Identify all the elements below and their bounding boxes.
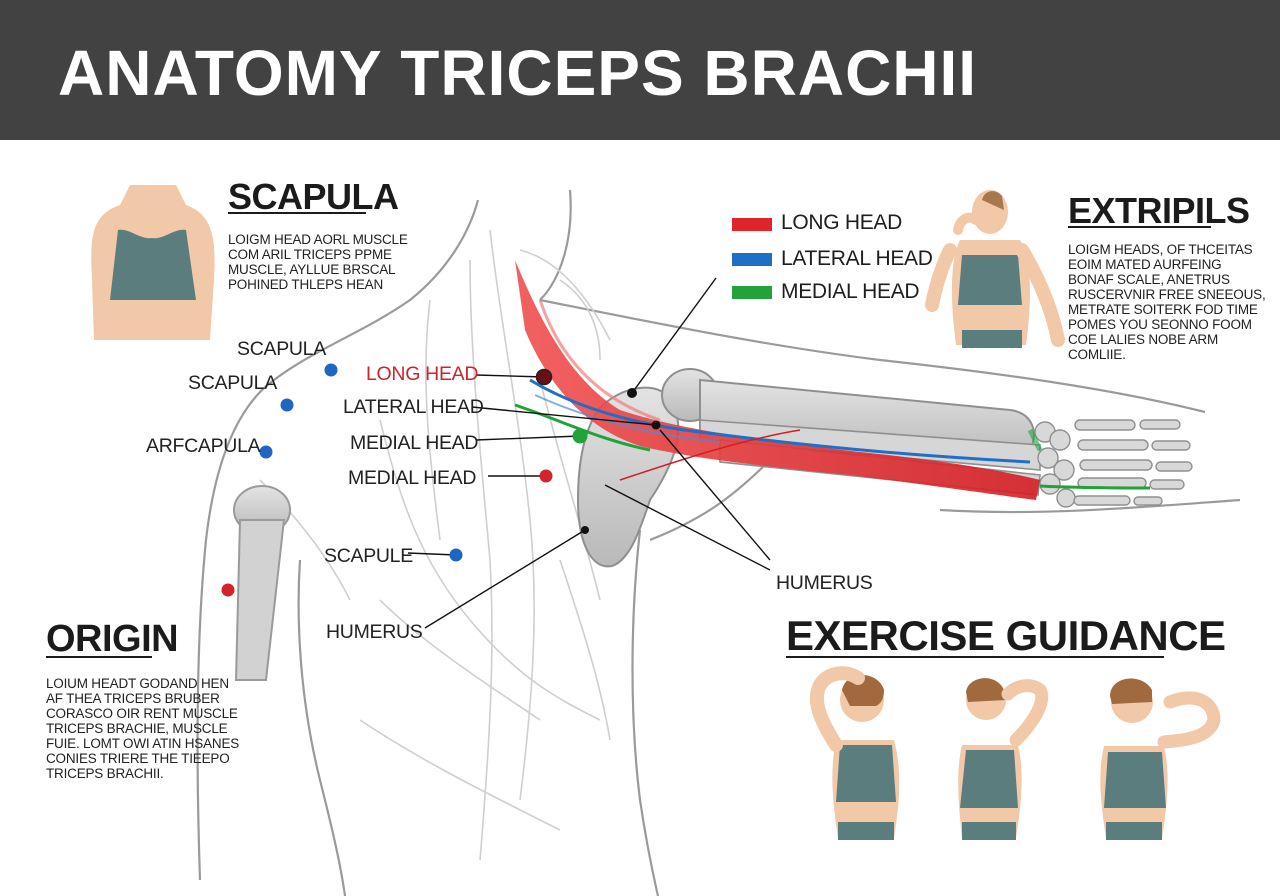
- text-line: TRICEPS BRACHIE, MUSCLE: [46, 721, 228, 736]
- figure-extripils: [925, 190, 1065, 348]
- legend-label-lateral-head: LATERAL HEAD: [781, 247, 933, 270]
- exercise-guidance-heading: EXERCISE GUIDANCE: [786, 612, 1226, 659]
- text-line: CONIES TRIERE THE TIEEPO: [46, 751, 230, 766]
- legend-swatch-medial-head: [732, 286, 772, 299]
- exercise-figure-2: [958, 678, 1049, 840]
- callout-scapula-2: SCAPULA: [188, 372, 277, 394]
- scapula-heading-underline: [228, 212, 366, 214]
- left-origin-dot: [221, 583, 235, 597]
- legend-label-long-head: LONG HEAD: [781, 211, 902, 234]
- text-line: AF THEA TRICEPS BRUBER: [46, 691, 220, 706]
- figure-scapula: [91, 185, 215, 340]
- extripils-heading: EXTRIPILS: [1068, 190, 1250, 231]
- text-line: MUSCLE, AYLLUE BRSCAL: [228, 262, 396, 277]
- extripils-heading-underline: [1068, 226, 1211, 228]
- callout-medial-head-1: MEDIAL HEAD: [350, 432, 479, 454]
- text-line: COM ARIL TRICEPS PPME: [228, 247, 392, 262]
- callout-lateral-head: LATERAL HEAD: [343, 396, 484, 418]
- left-humerus-bone: [233, 485, 291, 681]
- callout-humerus-left: HUMERUS: [326, 621, 423, 643]
- legend-swatch-lateral-head: [732, 253, 772, 266]
- leader-lines: [407, 277, 771, 629]
- text-line: RUSCERVNIR FREE SNEEOUS,: [1068, 287, 1266, 302]
- origin-heading: ORIGIN: [46, 618, 179, 660]
- exercise-figure-1: [809, 666, 900, 840]
- long-head-muscle: [515, 260, 1040, 500]
- text-line: LOIUM HEADT GODAND HEN: [46, 676, 229, 691]
- origin-heading-underline: [46, 656, 152, 658]
- page-title: ANATOMY TRICEPS BRACHII: [58, 37, 978, 109]
- text-line: EOIM MATED AURFEING: [1068, 257, 1222, 272]
- text-line: BONAF SCALE, ANETRUS: [1068, 272, 1230, 287]
- callout-scapule: SCAPULE: [324, 545, 413, 567]
- text-line: POMES YOU SEONNO FOOM: [1068, 317, 1252, 332]
- exercise-figure-3: [1100, 678, 1221, 840]
- legend-swatch-long-head: [732, 218, 772, 231]
- text-line: LOIGM HEADS, OF THCEITAS: [1068, 242, 1253, 257]
- callout-medial-head-2: MEDIAL HEAD: [348, 467, 477, 489]
- callout-humerus-right: HUMERUS: [776, 572, 873, 594]
- callout-long-head: LONG HEAD: [366, 363, 479, 385]
- text-line: FUIE. LOMT OWI ATIN HSANES: [46, 736, 240, 751]
- callout-scapula-1: SCAPULA: [237, 338, 326, 360]
- legend-label-medial-head: MEDIAL HEAD: [781, 280, 920, 303]
- callout-dots: [259, 363, 661, 562]
- text-line: POHINED THLEPS HEAN: [228, 277, 383, 292]
- text-line: TRICEPS BRACHII.: [46, 766, 164, 781]
- scapula-heading: SCAPULA: [228, 176, 399, 217]
- text-line: COMLIIE.: [1068, 347, 1126, 362]
- lateral-head-muscle: [529, 378, 1031, 464]
- text-line: CORASCO OIR RENT MUSCLE: [46, 706, 238, 721]
- back-contours: [259, 229, 611, 861]
- header-bar: ANATOMY TRICEPS BRACHII: [0, 0, 1280, 140]
- text-line: LOIGM HEAD AORL MUSCLE: [228, 232, 408, 247]
- text-line: COE LALIES NOBE ARM: [1068, 332, 1218, 347]
- torso-outline: [196, 189, 1241, 896]
- exercise-heading-underline: [786, 656, 1164, 658]
- callout-arfscapula: ARFCAPULA: [146, 435, 261, 457]
- hand-bones: [1034, 419, 1193, 508]
- text-line: METRATE SOITERK FOD TIME: [1068, 302, 1258, 317]
